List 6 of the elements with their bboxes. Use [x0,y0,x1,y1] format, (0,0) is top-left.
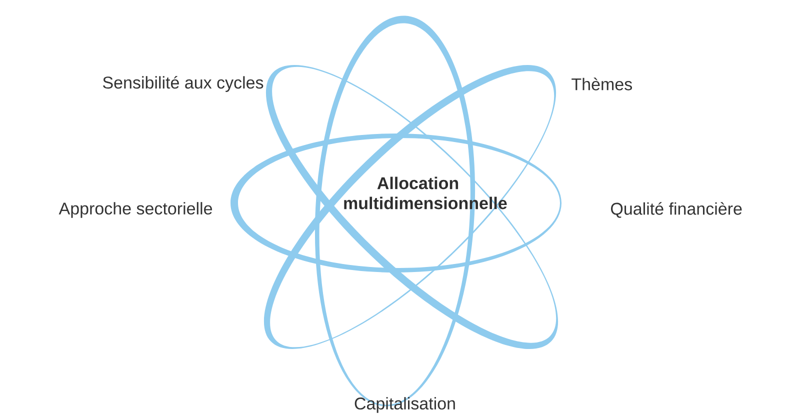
dimension-label: Sensibilité aux cycles [103,76,264,92]
dimension-label: Qualité financière [611,202,742,218]
center-label: Allocation multidimensionnelle [344,176,507,210]
dimension-label: Capitalisation [354,397,455,413]
dimension-label: Approche sectorielle [58,202,212,218]
dimension-label: Thèmes [572,78,632,90]
